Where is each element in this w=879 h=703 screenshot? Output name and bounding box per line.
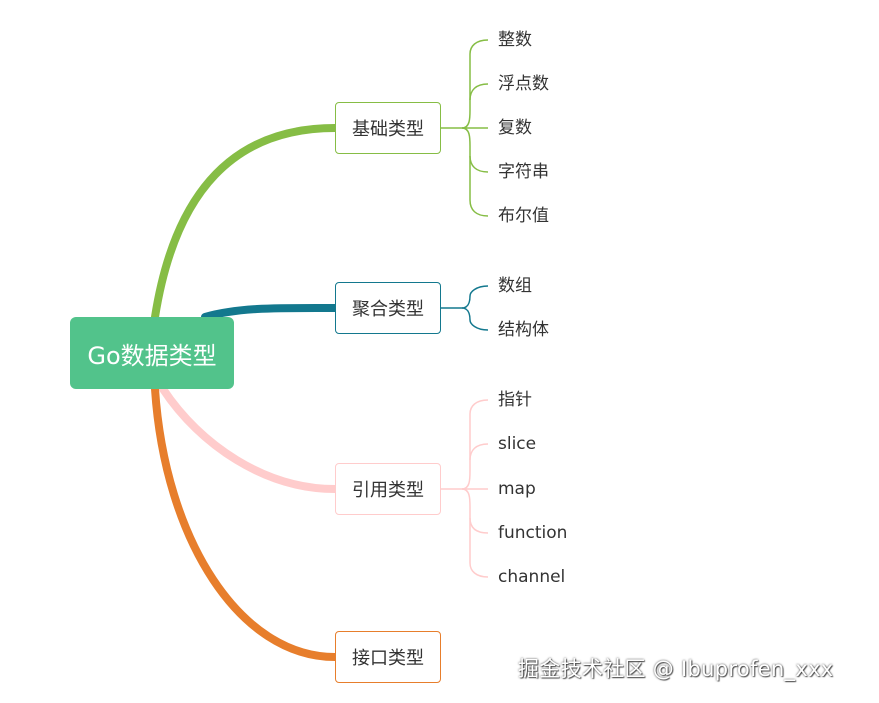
- bracket-reference: [441, 399, 489, 578]
- leaf-slice[interactable]: slice: [498, 434, 537, 454]
- watermark: 掘金技术社区 @ Ibuprofen_xxx: [518, 657, 834, 681]
- connector-aggregate: [201, 303, 339, 321]
- leaf-pointer[interactable]: 指针: [498, 390, 532, 410]
- connector-basic: [151, 124, 339, 321]
- branch-basic-types[interactable]: 基础类型: [335, 102, 441, 154]
- leaf-complex[interactable]: 复数: [498, 118, 532, 138]
- branch-interface-types-label: 接口类型: [352, 648, 424, 669]
- leaf-struct[interactable]: 结构体: [498, 320, 549, 340]
- root-label: Go数据类型: [87, 341, 217, 370]
- branch-reference-types-label: 引用类型: [352, 480, 424, 501]
- branch-reference-types[interactable]: 引用类型: [335, 463, 441, 515]
- leaf-float[interactable]: 浮点数: [498, 74, 549, 94]
- branch-interface-types[interactable]: 接口类型: [335, 631, 441, 683]
- leaf-integer[interactable]: 整数: [498, 30, 532, 50]
- leaf-map[interactable]: map: [498, 479, 536, 499]
- branch-aggregate-types[interactable]: 聚合类型: [335, 282, 441, 334]
- leaf-array[interactable]: 数组: [498, 276, 532, 296]
- branch-aggregate-types-label: 聚合类型: [352, 299, 424, 320]
- bracket-aggregate: [441, 285, 489, 331]
- connector-interface: [151, 385, 339, 661]
- leaf-boolean[interactable]: 布尔值: [498, 206, 549, 226]
- leaf-channel[interactable]: channel: [498, 567, 566, 587]
- branch-basic-types-label: 基础类型: [352, 119, 424, 140]
- connector-reference: [159, 385, 339, 493]
- leaf-string[interactable]: 字符串: [498, 162, 549, 182]
- root-node[interactable]: Go数据类型: [70, 317, 234, 389]
- bracket-basic: [441, 39, 489, 217]
- leaf-function[interactable]: function: [498, 523, 568, 543]
